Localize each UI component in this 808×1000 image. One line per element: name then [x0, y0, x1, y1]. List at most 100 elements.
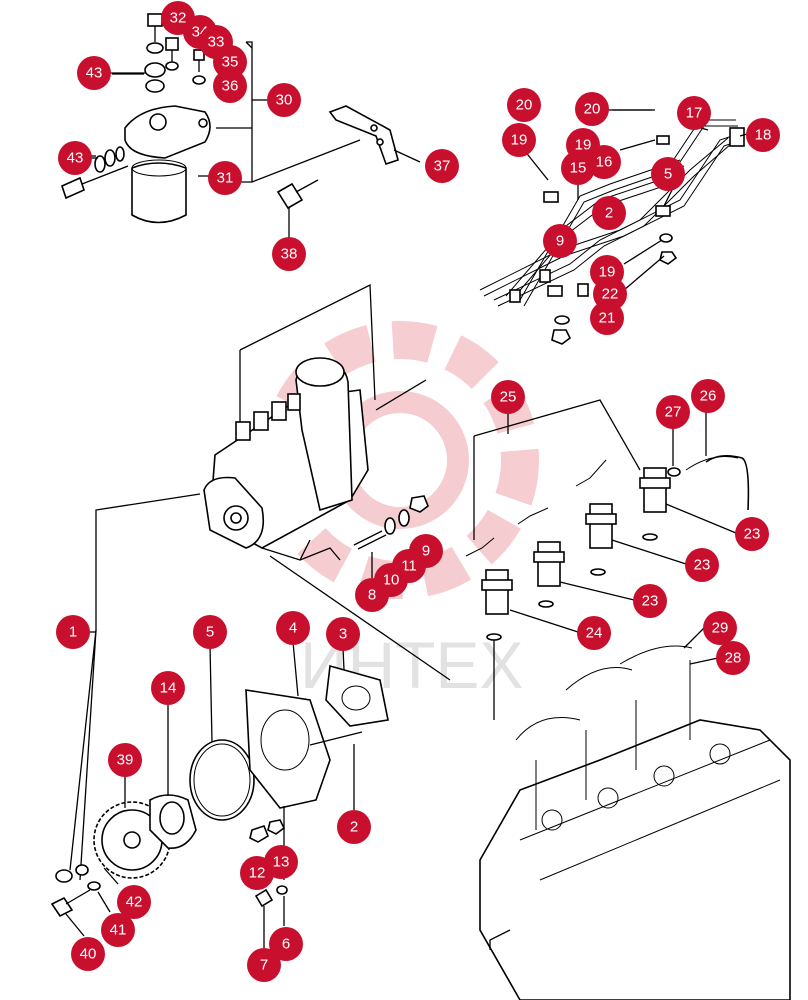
callout-number: 19 — [599, 264, 616, 281]
callout-number: 6 — [282, 936, 290, 953]
callout-14: 14 — [151, 671, 185, 705]
injection-pump — [203, 283, 451, 681]
callout-circle — [213, 69, 247, 103]
callout-20: 20 — [507, 88, 541, 122]
callout-43: 43 — [58, 141, 92, 175]
callout-number: 30 — [276, 92, 293, 109]
bolt-32 — [147, 13, 163, 27]
callout-24: 24 — [577, 616, 611, 650]
callout-circle — [502, 123, 536, 157]
callout-19: 19 — [502, 123, 536, 157]
callout-circle — [746, 118, 780, 152]
callout-41: 41 — [101, 913, 135, 947]
callout-number: 15 — [570, 160, 587, 177]
callout-circle — [355, 578, 389, 612]
callout-5: 5 — [193, 615, 227, 649]
filter-bowl — [131, 162, 187, 224]
callout-16: 16 — [587, 145, 621, 179]
callout-circle — [71, 937, 105, 971]
callout-circle — [151, 671, 185, 705]
callout-circle — [276, 611, 310, 645]
callout-circle — [264, 845, 298, 879]
callout-13: 13 — [264, 845, 298, 879]
callout-number: 1 — [69, 624, 77, 641]
callout-number: 27 — [665, 404, 682, 421]
callout-number: 5 — [664, 166, 672, 183]
callout-7: 7 — [247, 948, 281, 982]
callout-circle — [577, 616, 611, 650]
injector — [639, 467, 671, 541]
callout-circle — [491, 380, 525, 414]
callout-23: 23 — [633, 584, 667, 618]
callout-17: 17 — [677, 96, 711, 130]
callout-circle — [77, 56, 111, 90]
callout-number: 31 — [217, 170, 234, 187]
callout-number: 7 — [260, 957, 268, 974]
callout-number: 25 — [500, 389, 517, 406]
callout-15: 15 — [561, 151, 595, 185]
callout-circle — [590, 301, 624, 335]
callout-circle — [269, 927, 303, 961]
callout-circle — [651, 157, 685, 191]
callout-circle — [272, 237, 306, 271]
callout-circle — [56, 615, 90, 649]
callout-6: 6 — [269, 927, 303, 961]
callout-number: 17 — [686, 105, 703, 122]
fuel-filter-assembly — [61, 13, 399, 224]
callout-38: 38 — [272, 237, 306, 271]
callout-number: 2 — [605, 205, 613, 222]
callout-number: 9 — [422, 543, 430, 560]
callout-number: 36 — [222, 78, 239, 95]
callout-circle — [561, 151, 595, 185]
callout-36: 36 — [213, 69, 247, 103]
callout-number: 10 — [383, 572, 400, 589]
callout-number: 23 — [744, 526, 761, 543]
callout-31: 31 — [208, 161, 242, 195]
callout-9: 9 — [543, 224, 577, 258]
bracket-37 — [328, 105, 399, 166]
callout-number: 14 — [160, 680, 177, 697]
callout-20: 20 — [575, 92, 609, 126]
callout-circle — [326, 617, 360, 651]
leak-off-hose-26 — [705, 454, 750, 511]
washer — [146, 42, 164, 54]
callout-number: 35 — [222, 54, 239, 71]
callout-number: 3 — [339, 626, 347, 643]
banjo-bolt-18 — [729, 127, 745, 147]
callout-number: 38 — [281, 246, 298, 263]
callout-number: 8 — [368, 587, 376, 604]
filter-head — [124, 105, 211, 159]
callout-number: 29 — [712, 620, 729, 637]
callout-circle — [691, 379, 725, 413]
cylinder-head — [479, 645, 791, 1000]
callout-circle — [337, 810, 371, 844]
callout-43: 43 — [77, 56, 111, 90]
callout-number: 4 — [289, 620, 297, 637]
callout-circle — [58, 141, 92, 175]
callout-number: 20 — [516, 97, 533, 114]
callout-circle — [633, 584, 667, 618]
callout-circle — [703, 611, 737, 645]
callout-2: 2 — [337, 810, 371, 844]
callout-number: 37 — [434, 158, 451, 175]
callout-circle — [193, 615, 227, 649]
callout-3: 3 — [326, 617, 360, 651]
callout-5: 5 — [651, 157, 685, 191]
callout-number: 21 — [599, 310, 616, 327]
callout-8: 8 — [355, 578, 389, 612]
callout-number: 28 — [725, 650, 742, 667]
callout-number: 19 — [511, 132, 528, 149]
callout-circle — [108, 743, 142, 777]
callout-37: 37 — [425, 149, 459, 183]
callout-23: 23 — [735, 517, 769, 551]
callout-35: 35 — [213, 45, 247, 79]
callout-18: 18 — [746, 118, 780, 152]
callout-circle — [117, 885, 151, 919]
callout-circle — [543, 224, 577, 258]
callout-number: 5 — [206, 624, 214, 641]
gasket-3 — [325, 664, 389, 727]
callout-circle — [208, 161, 242, 195]
callout-2: 2 — [592, 196, 626, 230]
